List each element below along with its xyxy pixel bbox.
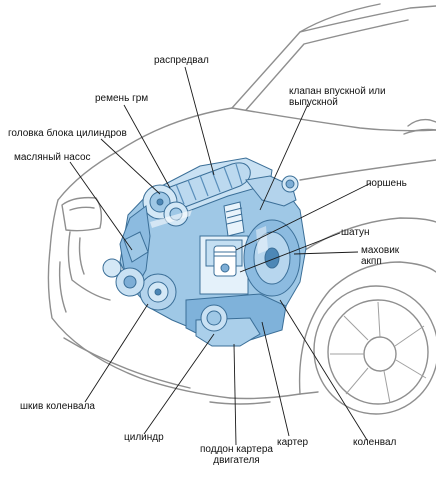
wheel [313, 285, 436, 415]
leader-oil-pump [69, 161, 133, 251]
windshield [231, 5, 436, 109]
leader-timing-belt [123, 104, 171, 189]
label-connecting-rod: шатун [341, 227, 370, 238]
label-timing-belt: ремень грм [95, 93, 149, 104]
label-oil-pan: поддон картера двигателя [200, 444, 273, 466]
hood [57, 107, 233, 201]
piston-cutaway [213, 245, 237, 277]
label-crankcase: картер [277, 437, 309, 448]
label-piston: поршень [366, 178, 407, 189]
wheel-spokes [330, 301, 427, 404]
label-flywheel: маховик акпп [361, 245, 400, 267]
leader-camshaft [184, 66, 215, 176]
leader-cylinder-head [100, 138, 161, 195]
leader-crankshaft [279, 299, 368, 441]
grille [67, 231, 111, 301]
piston-pin [220, 263, 230, 273]
label-intake-exhaust-valve: клапан впускной или выпускной [289, 86, 386, 108]
car-body [47, 3, 436, 415]
leader-valve [259, 103, 309, 211]
headlight [61, 196, 103, 232]
leader-lines [69, 66, 372, 446]
label-crankshaft-pulley: шкив коленвала [20, 401, 95, 412]
leader-oil-pan [233, 343, 237, 446]
leader-connecting-rod [239, 232, 341, 273]
engine [102, 157, 307, 347]
side-mirror [407, 118, 436, 127]
valve-springs [223, 201, 245, 237]
oil-pump-body [123, 231, 149, 263]
fender [299, 159, 436, 181]
label-oil-pump: масляный насос [14, 152, 91, 163]
label-cylinder-head: головка блока цилиндров [8, 128, 127, 139]
leader-crankcase [261, 321, 290, 437]
label-camshaft: распредвал [154, 55, 209, 66]
leader-flywheel [293, 251, 359, 255]
leader-piston [235, 182, 372, 251]
label-crankshaft: коленвал [353, 437, 397, 448]
idler-pulley [102, 258, 122, 278]
wheel-arch [298, 261, 436, 395]
leader-cylinder [143, 333, 215, 435]
label-cylinder: цилиндр [124, 432, 164, 443]
leader-crank-pulley [84, 303, 149, 403]
